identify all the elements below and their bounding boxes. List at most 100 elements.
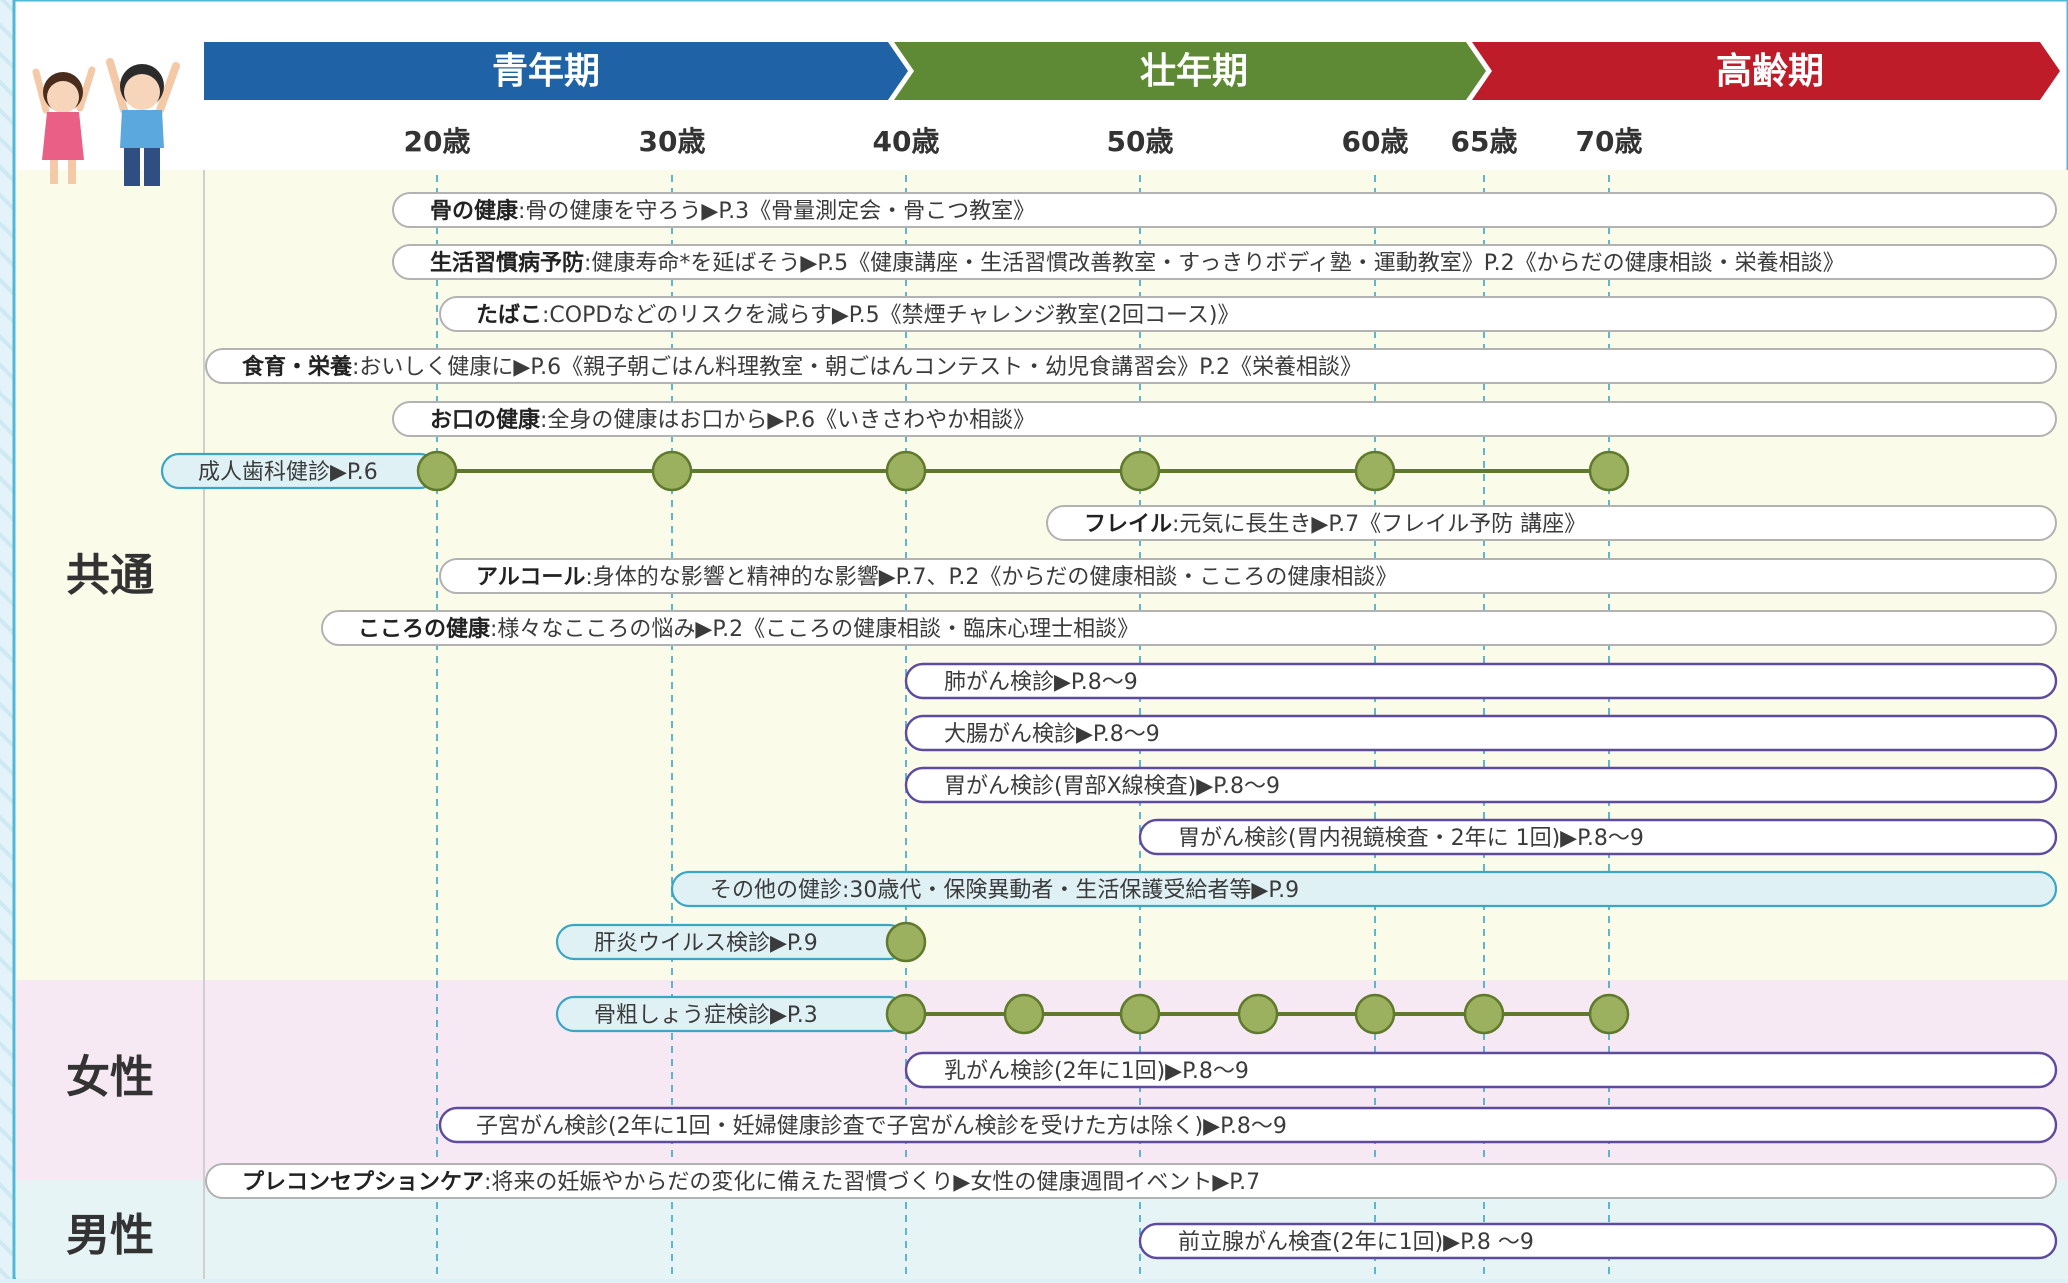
section-label-common: 共通 [66, 550, 154, 601]
milestone-dot-4 [1354, 993, 1396, 1035]
milestone-dot-6 [1588, 993, 1630, 1035]
milestone-dot-5 [1588, 450, 1630, 492]
program-row-16: 乳がん検診(2年に1回)▶P.8〜9 [904, 1051, 2058, 1089]
program-pill [1046, 505, 2057, 541]
program-detail: 前立腺がん検査(2年に1回)▶P.8 〜9 [1178, 1230, 1534, 1255]
program-row-10: 大腸がん検診▶P.8〜9 [904, 714, 2058, 752]
phase-arrow-0 [204, 42, 908, 100]
program-detail: :COPDなどのリスクを減らす▶P.5《禁煙チャレンジ教室(2回コース)》 [542, 303, 1239, 328]
program-detail: 骨粗しょう症検診▶P.3 [594, 1003, 818, 1028]
milestone-dot-3 [1237, 993, 1279, 1035]
age-label-4: 60歳 [1342, 125, 1409, 158]
milestone-dot-0 [416, 450, 458, 492]
program-text: 骨粗しょう症検診▶P.3 [594, 1003, 818, 1028]
program-pill [392, 244, 2057, 280]
program-pill [392, 401, 2057, 437]
program-title: たばこ [476, 303, 542, 328]
program-row-17: 子宮がん検診(2年に1回・妊婦健康診査で子宮がん検診を受けた方は除く)▶P.8〜… [438, 1106, 2058, 1144]
program-pill [439, 558, 2057, 594]
program-detail: 乳がん検診(2年に1回)▶P.8〜9 [944, 1059, 1249, 1084]
age-label-5: 65歳 [1451, 125, 1518, 158]
program-text: お口の健康:全身の健康はお口から▶P.6《いきさわやか相談》 [430, 407, 1035, 433]
program-title: 骨の健康 [430, 198, 519, 224]
program-pill [904, 714, 2058, 752]
program-row-0: 骨の健康:骨の健康を守ろう▶P.3《骨量測定会・骨こつ教室》 [392, 192, 2057, 228]
program-pill [205, 1163, 2057, 1199]
milestone-dot-1 [1003, 993, 1045, 1035]
program-detail: 大腸がん検診▶P.8〜9 [944, 722, 1160, 747]
program-row-1: 生活習慣病予防:健康寿命*を延ばそう▶P.5《健康講座・生活習慣改善教室・すっき… [392, 244, 2057, 280]
program-text: 胃がん検診(胃内視鏡検査・2年に 1回)▶P.8〜9 [1178, 826, 1644, 851]
program-detail: 子宮がん検診(2年に1回・妊婦健康診査で子宮がん検診を受けた方は除く)▶P.8〜… [476, 1114, 1287, 1139]
milestone-dot-0 [885, 993, 927, 1035]
program-detail: :将来の妊娠やからだの変化に備えた習慣づくり▶女性の健康週間イベント▶P.7 [484, 1170, 1260, 1195]
age-label-1: 30歳 [639, 125, 706, 158]
program-row-4: お口の健康:全身の健康はお口から▶P.6《いきさわやか相談》 [392, 401, 2057, 437]
milestone-dot-0 [885, 921, 927, 963]
program-text: アルコール:身体的な影響と精神的な影響▶P.7、P.2《からだの健康相談・こころ… [476, 565, 1397, 590]
couple-cheering-icon [32, 58, 180, 186]
program-row-6: フレイル:元気に長生き▶P.7《フレイル予防 講座》 [1046, 505, 2057, 541]
program-text: 大腸がん検診▶P.8〜9 [944, 722, 1160, 747]
program-text: 肺がん検診▶P.8〜9 [944, 670, 1138, 695]
phase-label-1: 壮年期 [1140, 51, 1248, 92]
phase-arrow-1 [894, 42, 1486, 100]
program-text: 骨の健康:骨の健康を守ろう▶P.3《骨量測定会・骨こつ教室》 [430, 198, 1035, 224]
program-detail: 胃がん検診(胃部X線検査)▶P.8〜9 [944, 774, 1280, 799]
program-row-18: プレコンセプションケア:将来の妊娠やからだの変化に備えた習慣づくり▶女性の健康週… [205, 1163, 2057, 1199]
program-detail: :健康寿命*を延ばそう▶P.5《健康講座・生活習慣改善教室・すっきりボディ塾・運… [584, 251, 1845, 276]
program-text: プレコンセプションケア:将来の妊娠やからだの変化に備えた習慣づくり▶女性の健康週… [242, 1170, 1260, 1195]
program-pill [904, 766, 2058, 804]
program-pill [904, 1051, 2058, 1089]
program-detail: 肺がん検診▶P.8〜9 [944, 670, 1138, 695]
program-text: フレイル:元気に長生き▶P.7《フレイル予防 講座》 [1084, 512, 1586, 537]
program-pill [321, 610, 2057, 646]
program-row-15: 骨粗しょう症検診▶P.3 [555, 995, 908, 1033]
program-text: 食育・栄養:おいしく健康に▶P.6《親子朝ごはん料理教室・朝ごはんコンテスト・幼… [242, 354, 1362, 380]
program-detail: :様々なこころの悩み▶P.2《こころの健康相談・臨床心理士相談》 [490, 617, 1139, 642]
age-label-0: 20歳 [404, 125, 471, 158]
program-title: こころの健康 [358, 616, 491, 642]
program-text: こころの健康:様々なこころの悩み▶P.2《こころの健康相談・臨床心理士相談》 [358, 616, 1139, 642]
program-text: 前立腺がん検査(2年に1回)▶P.8 〜9 [1178, 1230, 1534, 1255]
phase-arrow-2 [1472, 42, 2060, 100]
program-detail: :おいしく健康に▶P.6《親子朝ごはん料理教室・朝ごはんコンテスト・幼児食講習会… [352, 355, 1362, 380]
program-pill [205, 348, 2057, 384]
program-pill [904, 662, 2058, 700]
program-row-5: 成人歯科健診▶P.6 [160, 452, 439, 490]
program-row-3: 食育・栄養:おいしく健康に▶P.6《親子朝ごはん料理教室・朝ごはんコンテスト・幼… [205, 348, 2057, 384]
section-label-male: 男性 [66, 1210, 154, 1261]
milestone-dot-4 [1354, 450, 1396, 492]
program-detail: 肝炎ウイルス検診▶P.9 [594, 931, 818, 956]
program-pill [439, 296, 2057, 332]
osteoporosis-milestones [885, 993, 1630, 1035]
program-row-13: その他の健診:30歳代・保険異動者・生活保護受給者等▶P.9 [670, 870, 2058, 908]
phase-label-2: 高齢期 [1716, 51, 1824, 92]
program-row-19: 前立腺がん検査(2年に1回)▶P.8 〜9 [1138, 1222, 2058, 1260]
program-text: 胃がん検診(胃部X線検査)▶P.8〜9 [944, 774, 1280, 799]
program-detail: :全身の健康はお口から▶P.6《いきさわやか相談》 [540, 408, 1035, 433]
milestone-dot-2 [1119, 993, 1161, 1035]
program-detail: :元気に長生き▶P.7《フレイル予防 講座》 [1172, 512, 1586, 537]
program-text: 肝炎ウイルス検診▶P.9 [594, 931, 818, 956]
age-label-3: 50歳 [1107, 125, 1174, 158]
program-text: 成人歯科健診▶P.6 [198, 460, 378, 485]
age-label-6: 70歳 [1576, 125, 1643, 158]
milestone-dot-3 [1119, 450, 1161, 492]
program-text: 子宮がん検診(2年に1回・妊婦健康診査で子宮がん検診を受けた方は除く)▶P.8〜… [476, 1114, 1287, 1139]
program-pill [1138, 818, 2058, 856]
program-pill [438, 1106, 2058, 1144]
program-row-7: アルコール:身体的な影響と精神的な影響▶P.7、P.2《からだの健康相談・こころ… [439, 558, 2057, 594]
program-row-11: 胃がん検診(胃部X線検査)▶P.8〜9 [904, 766, 2058, 804]
program-title: お口の健康 [430, 407, 541, 433]
program-detail: :身体的な影響と精神的な影響▶P.7、P.2《からだの健康相談・こころの健康相談… [585, 565, 1397, 590]
program-row-14: 肝炎ウイルス検診▶P.9 [555, 923, 908, 961]
program-title: 生活習慣病予防 [430, 250, 584, 276]
program-row-12: 胃がん検診(胃内視鏡検査・2年に 1回)▶P.8〜9 [1138, 818, 2058, 856]
program-row-9: 肺がん検診▶P.8〜9 [904, 662, 2058, 700]
program-pill [392, 192, 2057, 228]
program-detail: 胃がん検診(胃内視鏡検査・2年に 1回)▶P.8〜9 [1178, 826, 1644, 851]
milestone-dot-2 [885, 450, 927, 492]
